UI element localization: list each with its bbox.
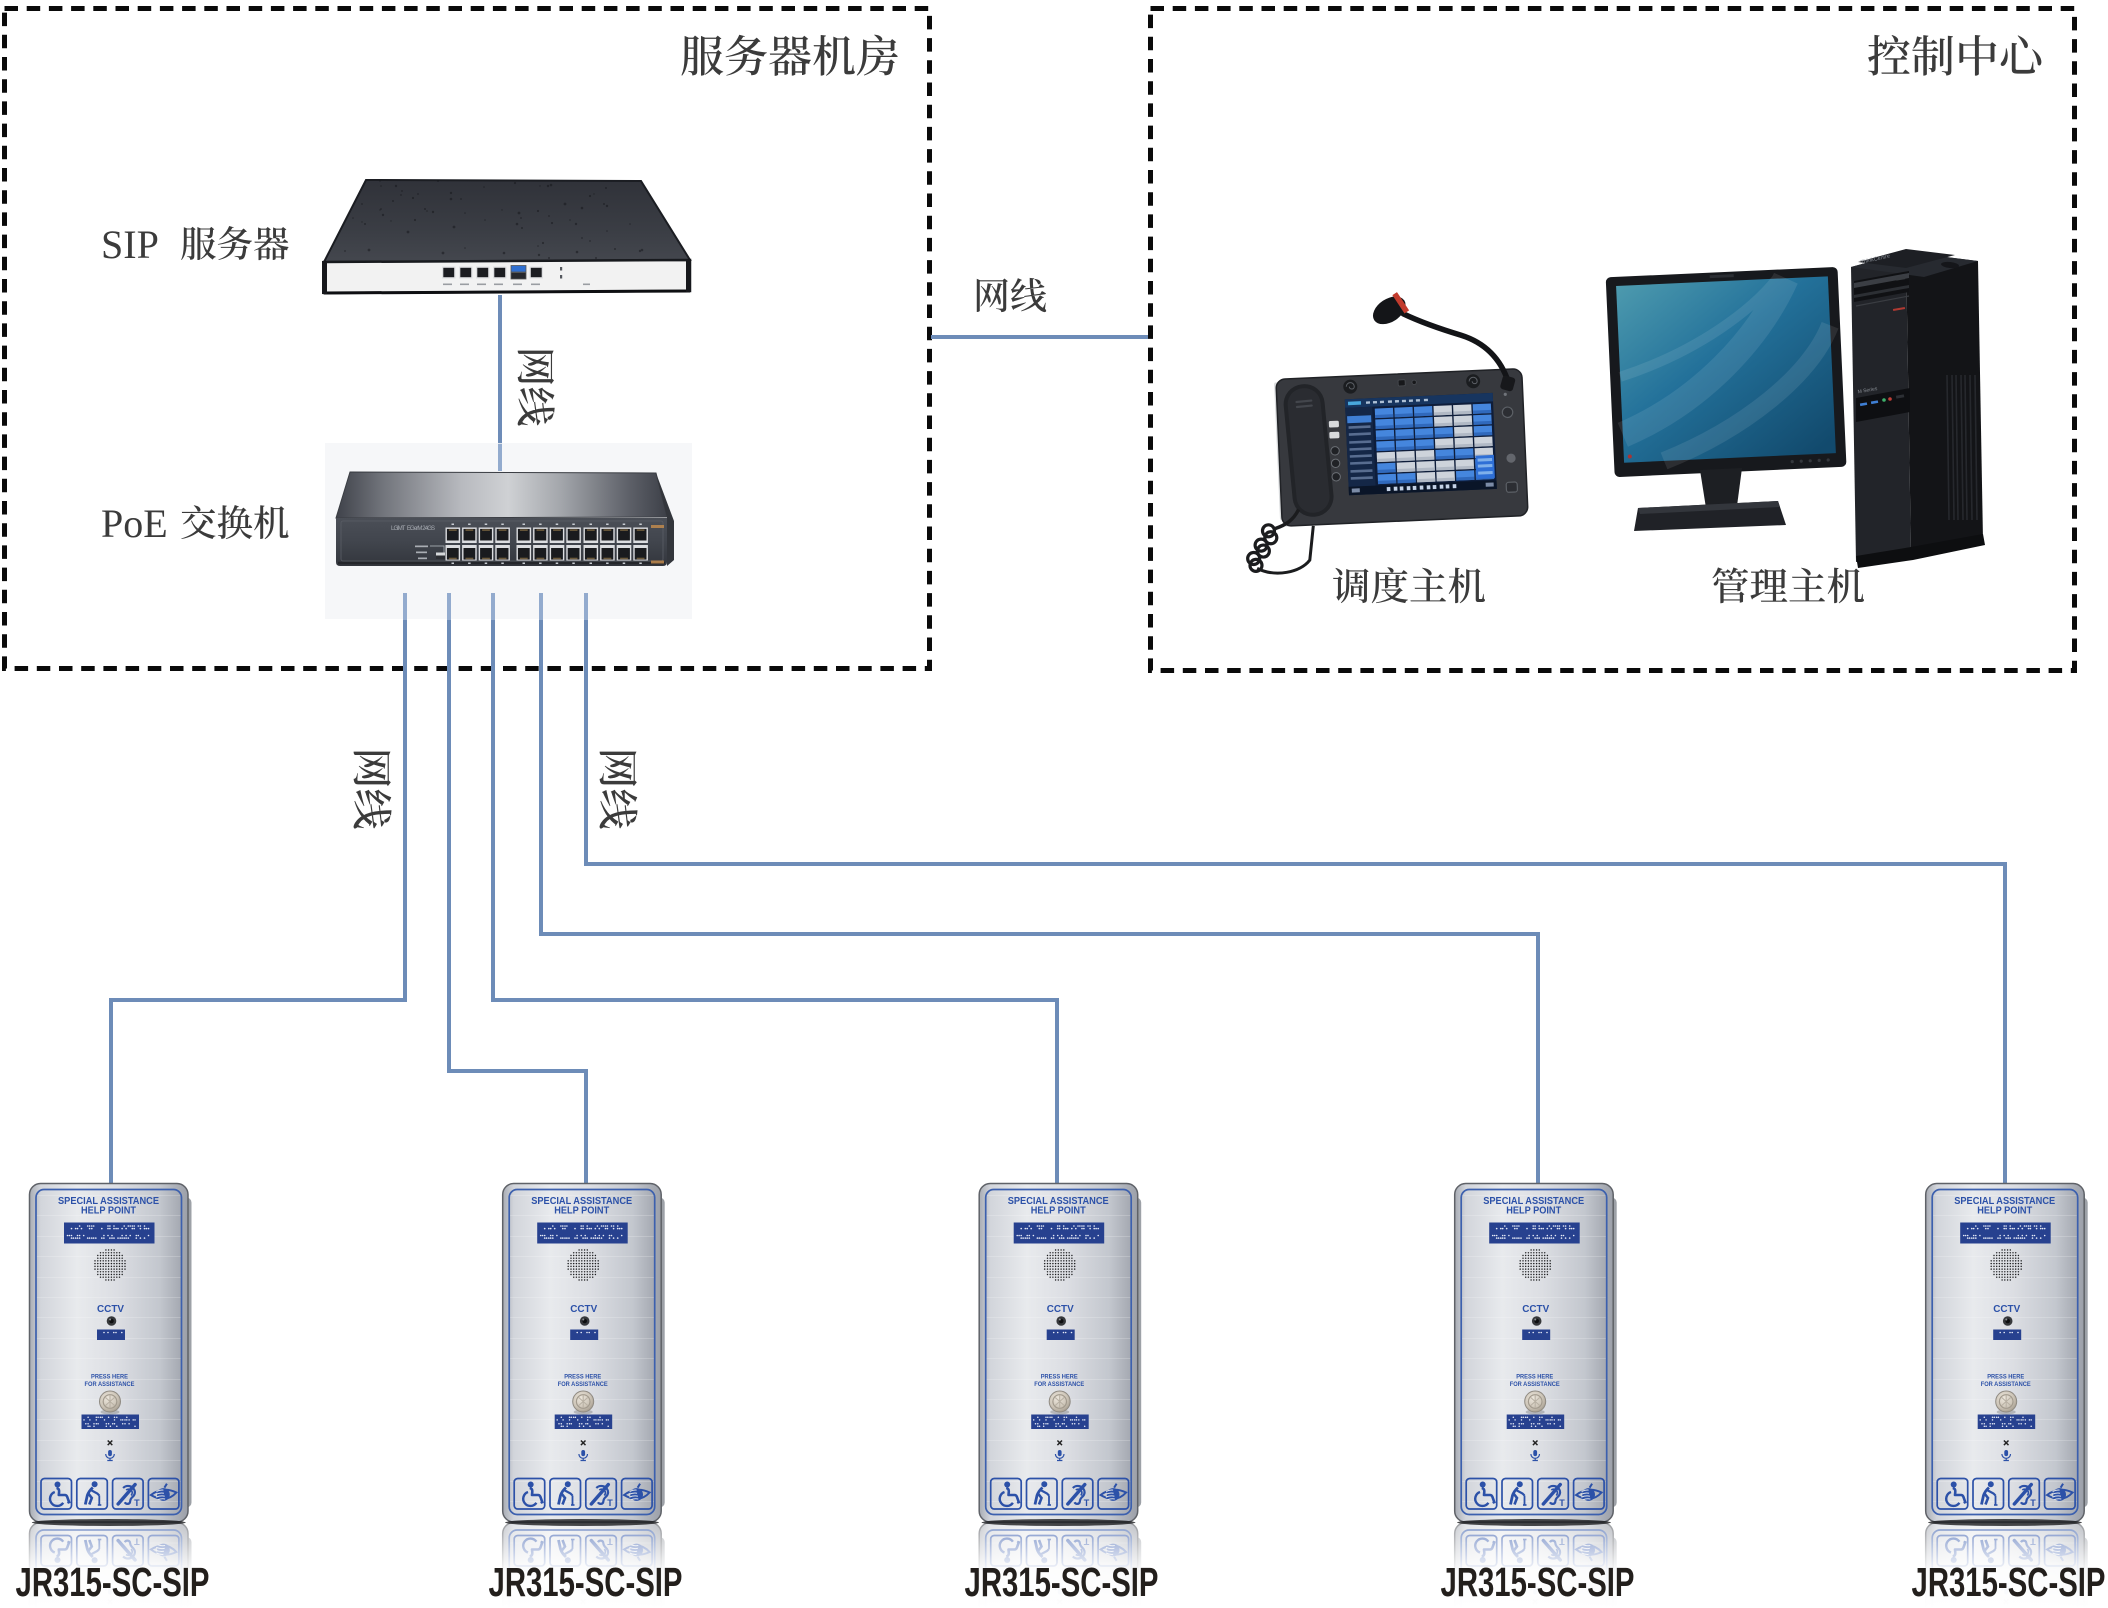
svg-text:JR315-SC-SIP: JR315-SC-SIP [489,1559,683,1605]
svg-text:JR315-SC-SIP: JR315-SC-SIP [16,1559,210,1605]
svg-text:JR315-SC-SIP: JR315-SC-SIP [965,1559,1159,1605]
svg-text:PoE: PoE [101,501,168,546]
svg-text:M Series: M Series [1857,386,1878,395]
svg-text:JR315-SC-SIP: JR315-SC-SIP [1441,1559,1635,1605]
svg-text:JR315-SC-SIP: JR315-SC-SIP [1912,1559,2106,1605]
svg-text:LGiMT EGerM 24GS: LGiMT EGerM 24GS [391,526,435,532]
svg-text:SIP: SIP [101,222,159,267]
